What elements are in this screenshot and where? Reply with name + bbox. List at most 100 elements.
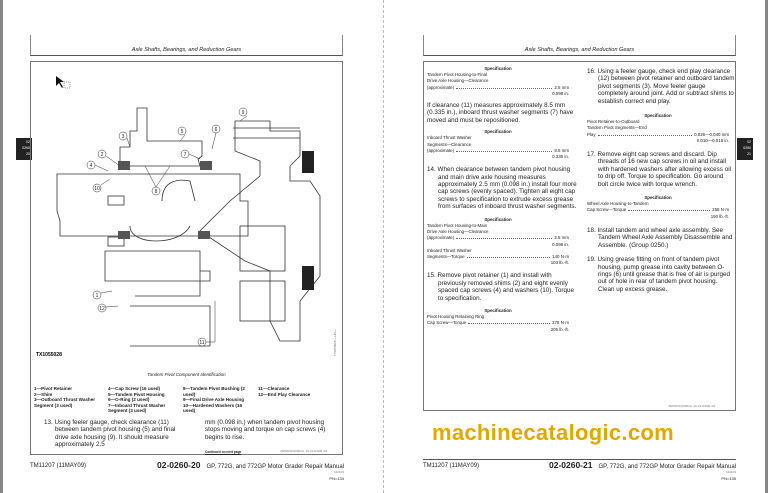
callout-label: 10 — [94, 186, 100, 192]
left-page-header: Axle Shafts, Bearings, and Reduction Gea… — [30, 35, 343, 56]
callout-label: 7 — [184, 152, 187, 158]
legend-item: 8—Tandem Pivot Bushing (2 used) — [183, 386, 245, 397]
tab-line: 02 — [747, 140, 751, 144]
legend-item: 3—Outboard Thrust Washer Segment (3 used… — [34, 397, 96, 408]
right-page-number: PN=135 — [721, 476, 736, 481]
spec-line: Inboard Thrust Washer — [427, 135, 472, 141]
spec-line: Cap Screw—Torque — [587, 207, 627, 213]
spec-line: Drive Axle Housing—Clearance — [427, 229, 489, 235]
callout-7: 7 — [180, 149, 190, 159]
spec-value: 0.335 in. — [552, 154, 569, 160]
left-footer-title: GP, 772G, and 772GP Motor Grader Repair … — [206, 464, 344, 470]
left-footer-small: 010109 — [333, 470, 344, 474]
legend-item: 9—Final Drive Axle Housing — [183, 397, 245, 403]
spec-line: (approximate) — [427, 235, 455, 241]
legend-item: 5—Tandem Pivot Housing — [108, 391, 165, 397]
spec-title: Specification — [644, 195, 672, 201]
spec-value: 0.026—0.040 mm — [694, 131, 729, 137]
legend-item: 12—End Play Clearance — [258, 391, 311, 397]
step-17-text: 17. Remove eight cap screws and discard.… — [587, 151, 732, 188]
legend-item: 11—Clearance — [258, 386, 290, 391]
callout-label: 5 — [181, 129, 184, 135]
callout-6: 6 — [211, 124, 221, 134]
spec-line: Pivot Housing Retaining Ring — [427, 314, 485, 320]
spec-value: 103 lb.-ft. — [550, 260, 569, 266]
callout-2: 2 — [97, 149, 107, 159]
spec-value: 0.010—0.015 in. — [696, 137, 729, 143]
callout-label: 1 — [96, 293, 99, 299]
callout-1: 1 — [92, 290, 102, 300]
legend-col-2: 4—Cap Screw (16 used)5—Tandem Pivot Hous… — [108, 386, 180, 414]
spec-title: Specification — [484, 307, 512, 313]
spec-value: 0.098 in. — [552, 90, 569, 96]
callout-4: 4 — [86, 160, 96, 170]
step-13-text: 13. Using feeler gauge, check clearance … — [44, 419, 176, 449]
viewer-left-edge — [0, 0, 3, 493]
callout-label: 8 — [155, 189, 158, 195]
step-19-text: 19. Using grease fitting on front of tan… — [587, 256, 730, 293]
tandem-pivot-diagram: 9 5 6 3 7 2 4 10 8 1 12 11 TX1055028 TX1… — [36, 76, 337, 358]
spec-value: 278 N·m — [552, 320, 569, 326]
tab-line: 02 — [26, 140, 30, 144]
spec-line: Tandem Pivot Housing-to-Final — [427, 72, 488, 78]
right-doc-code: JW00010,00001A -19-21JAN09-4/4 — [668, 404, 716, 408]
left-footer-tm: TM11207 (11MAY09) — [30, 463, 87, 469]
step-18-text: 18. Install tandem and wheel axle assemb… — [587, 226, 733, 249]
spec-line: Segments—Clearance — [427, 141, 472, 147]
figure-caption: Tandem Pivot Component Identification — [147, 372, 226, 377]
spec-line: (approximate) — [427, 147, 455, 153]
viewer-right-edge — [765, 0, 768, 493]
right-content-box — [423, 61, 736, 411]
figure-side-code: TX1055028 —UN— — [333, 329, 337, 356]
left-section-tab: 02 0260 20 — [16, 138, 32, 160]
right-footer-page: 02-0260-21 — [548, 460, 593, 470]
left-footer-row: 02-0260-20 GP, 772G, and 772GP Motor Gra… — [100, 460, 344, 470]
spec-line: Segments—Torque — [427, 253, 465, 259]
right-col-2: 16. Using a feeler gauge, check end play… — [587, 68, 735, 293]
right-section-tab: 02 0260 21 — [737, 138, 753, 160]
tab-line: 0260 — [743, 146, 751, 150]
legend-col-3: 8—Tandem Pivot Bushing (2 used)9—Final D… — [183, 386, 255, 414]
tab-line: 21 — [747, 152, 751, 156]
spec-value: 0.098 in. — [552, 241, 569, 247]
spec-value: 2.5 mm — [554, 84, 569, 90]
right-footer-tm: TM11207 (11MAY09) — [423, 463, 480, 469]
continued-link[interactable]: Continued on next page — [205, 450, 242, 454]
callout-label: 12 — [99, 306, 105, 312]
spec-title: Specification — [484, 129, 512, 135]
callout-label: 6 — [215, 127, 218, 133]
spec-value: 190 lb.-ft. — [710, 213, 729, 219]
legend-item: 10—Hardened Washers (16 used) — [183, 402, 243, 414]
spec-title: Specification — [484, 216, 512, 222]
step-15-text: 15. Remove pivot retainer (1) and instal… — [427, 272, 575, 302]
spec-value: 258 N·m — [712, 207, 729, 213]
step-13-continued: mm (0.098 in.) when tandem pivot housing… — [205, 419, 326, 441]
tab-line: 0260 — [22, 146, 30, 150]
left-doc-code: JW00010,00001A -19-21JAN09-3/4 — [280, 449, 328, 453]
left-content-box — [30, 61, 343, 455]
callout-label: 2 — [101, 152, 104, 158]
callout-5: 5 — [177, 126, 187, 136]
callout-12: 12 — [97, 303, 107, 313]
figure-id: TX1055028 — [36, 352, 62, 358]
legend-item: 7—Inboard Thrust Washer Segment (3 used) — [108, 402, 166, 414]
right-footer-small: 010109 — [725, 470, 736, 474]
right-page-header: Axle Shafts, Bearings, and Reduction Gea… — [423, 35, 736, 56]
spec-line: Tandem Pivot Housing-to-Main — [427, 222, 488, 228]
spec-line: Wheel Axle Housing-to-Tandem — [587, 201, 649, 207]
spec-title: Specification — [484, 66, 512, 71]
spec-line: Cap Screw—Torque — [427, 320, 467, 326]
legend-item: 4—Cap Screw (16 used) — [108, 386, 161, 391]
left-page-number: PN=134 — [329, 476, 344, 481]
callout-label: 11 — [199, 340, 204, 346]
callout-10: 10 — [92, 183, 102, 193]
tab-line: 20 — [26, 152, 30, 156]
watermark: machinecatalogic.com — [432, 420, 674, 445]
